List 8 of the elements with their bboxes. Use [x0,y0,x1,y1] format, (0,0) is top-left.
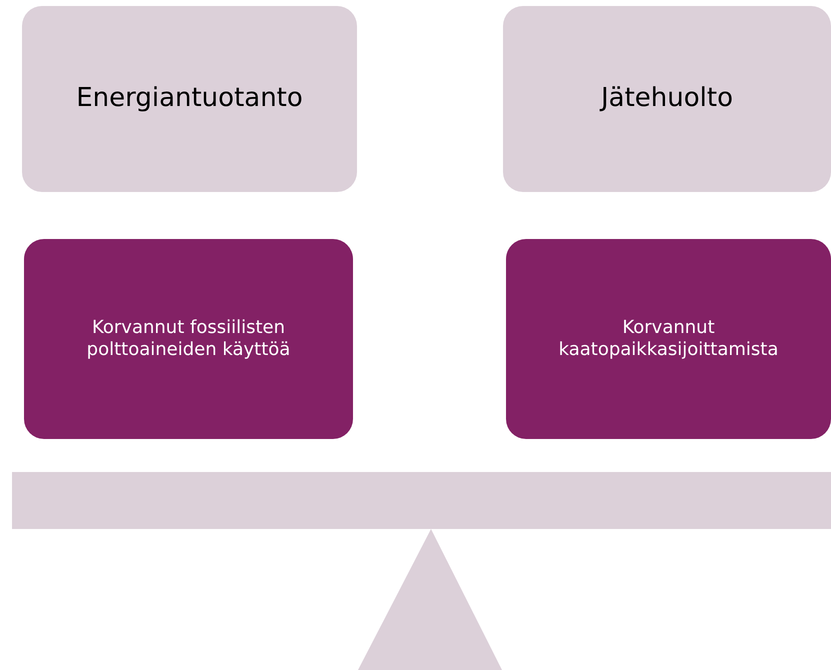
box-label: Jätehuolto [601,83,733,115]
effect-box [24,239,353,439]
box-label: Korvannut kaatopaikkasijoittamista [558,317,780,361]
box-label: Energiantuotanto [76,83,303,115]
category-box [503,6,831,192]
category-box [22,6,357,192]
box-label: Korvannut fossiilisten polttoaineiden käyttöä [86,317,292,361]
effect-box [506,239,831,439]
